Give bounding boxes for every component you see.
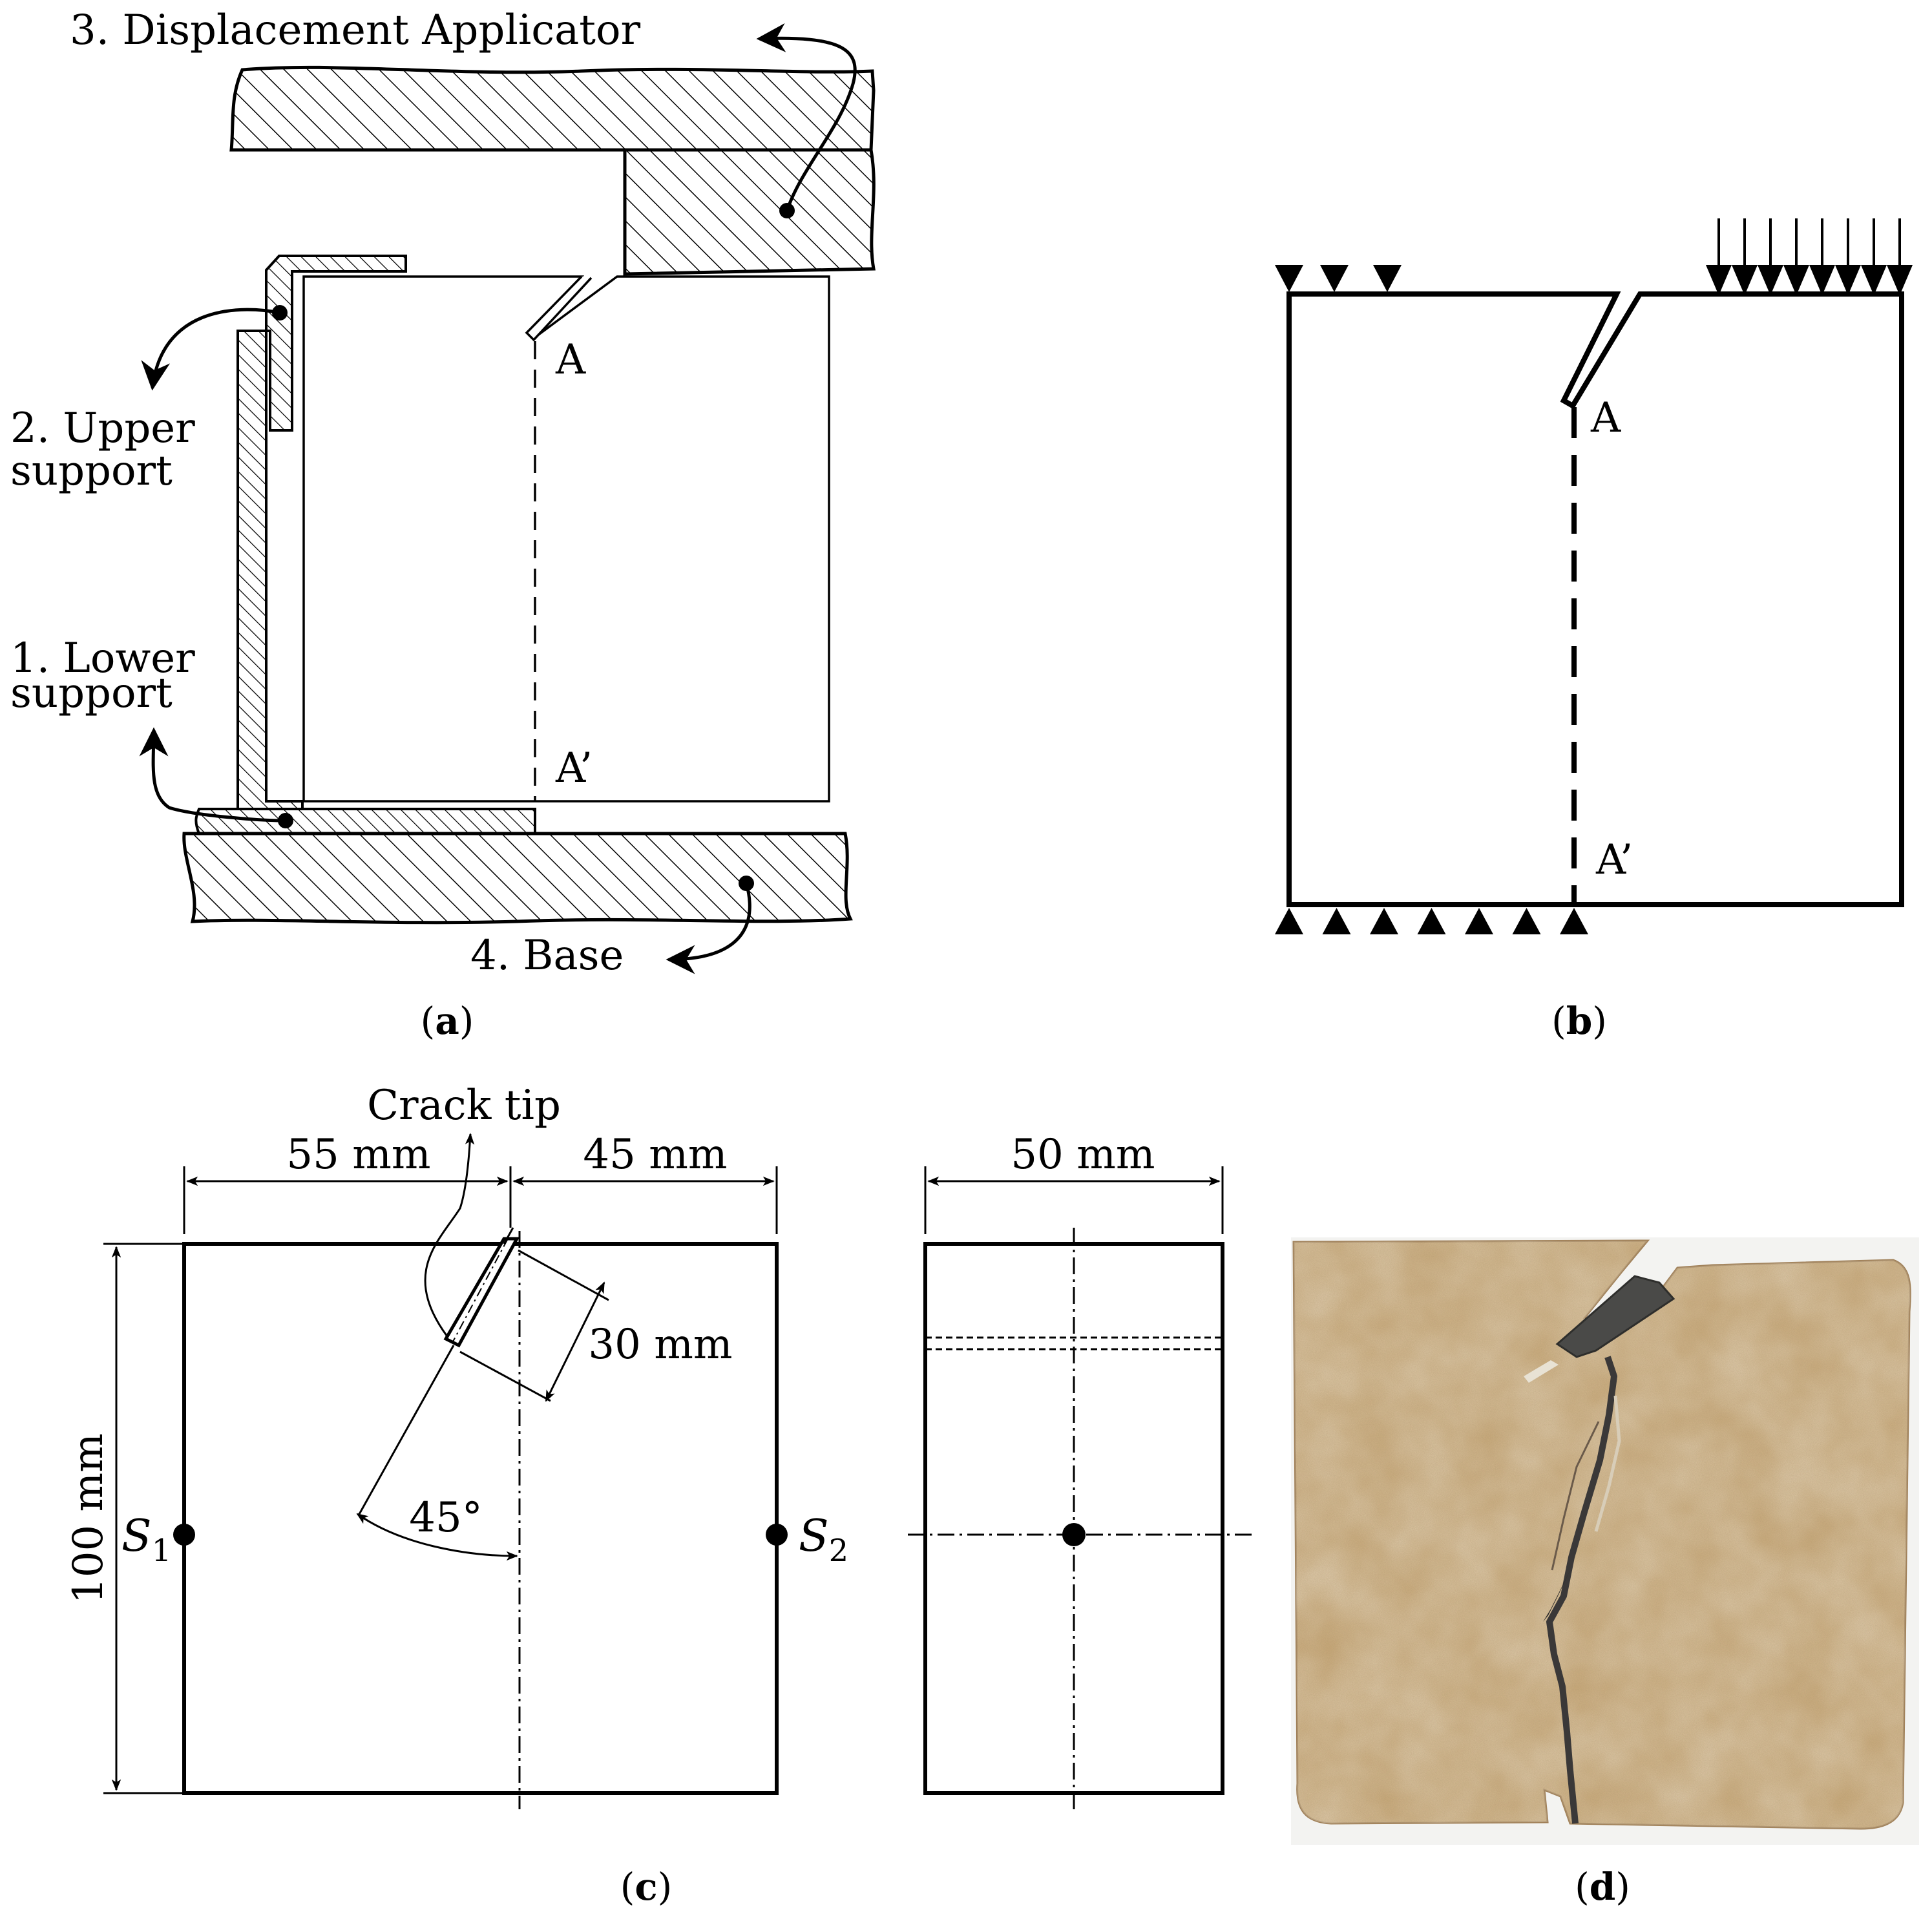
panel-c: 55 mm 45 mm Crack tip 100 mm 30 mm 45° S…: [65, 1082, 1255, 1909]
bottom-support-triangle: [1322, 908, 1351, 934]
label-point-a: A: [555, 336, 586, 384]
panel-d: (d): [1291, 1237, 1919, 1909]
label-b-point-a: A: [1590, 394, 1621, 442]
notch-c: [357, 1227, 520, 1516]
specimen-block-b: [1286, 291, 1904, 907]
dim-crack-length-c: [459, 1249, 609, 1402]
label-thickness: 50 mm: [1011, 1131, 1155, 1179]
sensor-s1: [173, 1524, 195, 1546]
bottom-supports-b: [1275, 908, 1588, 934]
caption-d: (d): [1575, 1865, 1630, 1909]
panel-b: A A’ (b): [1275, 218, 1913, 1043]
displacement-applicator-head: [623, 148, 876, 276]
label-width-left: 55 mm: [286, 1131, 430, 1179]
label-lower-support-1: 1. Lower: [10, 635, 195, 682]
caption-a: (a): [421, 999, 474, 1043]
caption-c: (c): [620, 1865, 673, 1909]
bottom-support-triangle: [1512, 908, 1541, 934]
sensor-s2: [766, 1524, 788, 1546]
label-point-a-prime: A’: [555, 744, 593, 792]
leader-arrows-a: [139, 23, 857, 974]
load-arrow-head: [1705, 265, 1732, 296]
side-view-lines-c: [908, 1228, 1255, 1809]
label-sensor-2: S2: [799, 1511, 848, 1569]
load-arrow-head: [1731, 265, 1758, 296]
label-lower-support-2: support: [10, 669, 173, 717]
top-supports-b: [1275, 265, 1402, 292]
leader-dots-a: [272, 203, 795, 891]
notch-a: [525, 275, 593, 342]
bottom-support-triangle: [1417, 908, 1446, 934]
dim-top-c: [183, 1166, 778, 1234]
angle-arc-c: [356, 1513, 518, 1561]
side-view-sensor: [1062, 1523, 1086, 1546]
label-sensor-1: S1: [121, 1511, 171, 1569]
crack-photo: [1546, 1356, 1617, 1824]
notch-b: [1560, 292, 1643, 410]
label-upper-support-1: 2. Upper: [10, 404, 195, 452]
upper-support: [265, 255, 407, 432]
stone-texture: [1294, 1241, 1911, 1829]
crack-branch-photo: [1551, 1421, 1600, 1571]
crack-light-edge: [1594, 1395, 1621, 1532]
bottom-support-triangle: [1560, 908, 1588, 934]
load-arrow-head: [1783, 265, 1810, 296]
bottom-support-triangle: [1370, 908, 1398, 934]
bottom-support-triangle: [1275, 908, 1303, 934]
panel-a: 3. Displacement Applicator 2. Upper supp…: [10, 6, 876, 1043]
notch-insert-light-edge: [1524, 1360, 1559, 1383]
dim-thickness-c: [924, 1166, 1224, 1234]
caption-b: (b): [1551, 999, 1607, 1043]
load-arrow-head: [1834, 265, 1862, 296]
label-crack-length: 30 mm: [588, 1321, 732, 1369]
label-upper-support-2: support: [10, 447, 173, 495]
notch-insert-photo: [1555, 1275, 1675, 1358]
label-crack-tip: Crack tip: [367, 1082, 561, 1129]
load-arrow-head: [1757, 265, 1784, 296]
load-arrows-b: [1705, 218, 1913, 296]
load-arrow-head: [1886, 265, 1913, 296]
label-height: 100 mm: [65, 1433, 112, 1604]
label-width-right: 45 mm: [583, 1131, 727, 1179]
label-b-point-a-prime: A’: [1595, 836, 1633, 884]
label-base: 4. Base: [470, 932, 624, 980]
dim-height-c: [103, 1243, 182, 1794]
crack-tip-leader: [424, 1133, 475, 1337]
bottom-support-triangle: [1465, 908, 1493, 934]
label-angle: 45°: [409, 1494, 482, 1542]
base: [182, 832, 853, 925]
label-displacement-applicator: 3. Displacement Applicator: [70, 6, 641, 54]
load-arrow-head: [1860, 265, 1887, 296]
specimen-front-c: [182, 1242, 779, 1795]
displacement-applicator-top: [229, 65, 876, 152]
load-arrow-head: [1809, 265, 1836, 296]
lower-support-plate: [194, 808, 536, 835]
